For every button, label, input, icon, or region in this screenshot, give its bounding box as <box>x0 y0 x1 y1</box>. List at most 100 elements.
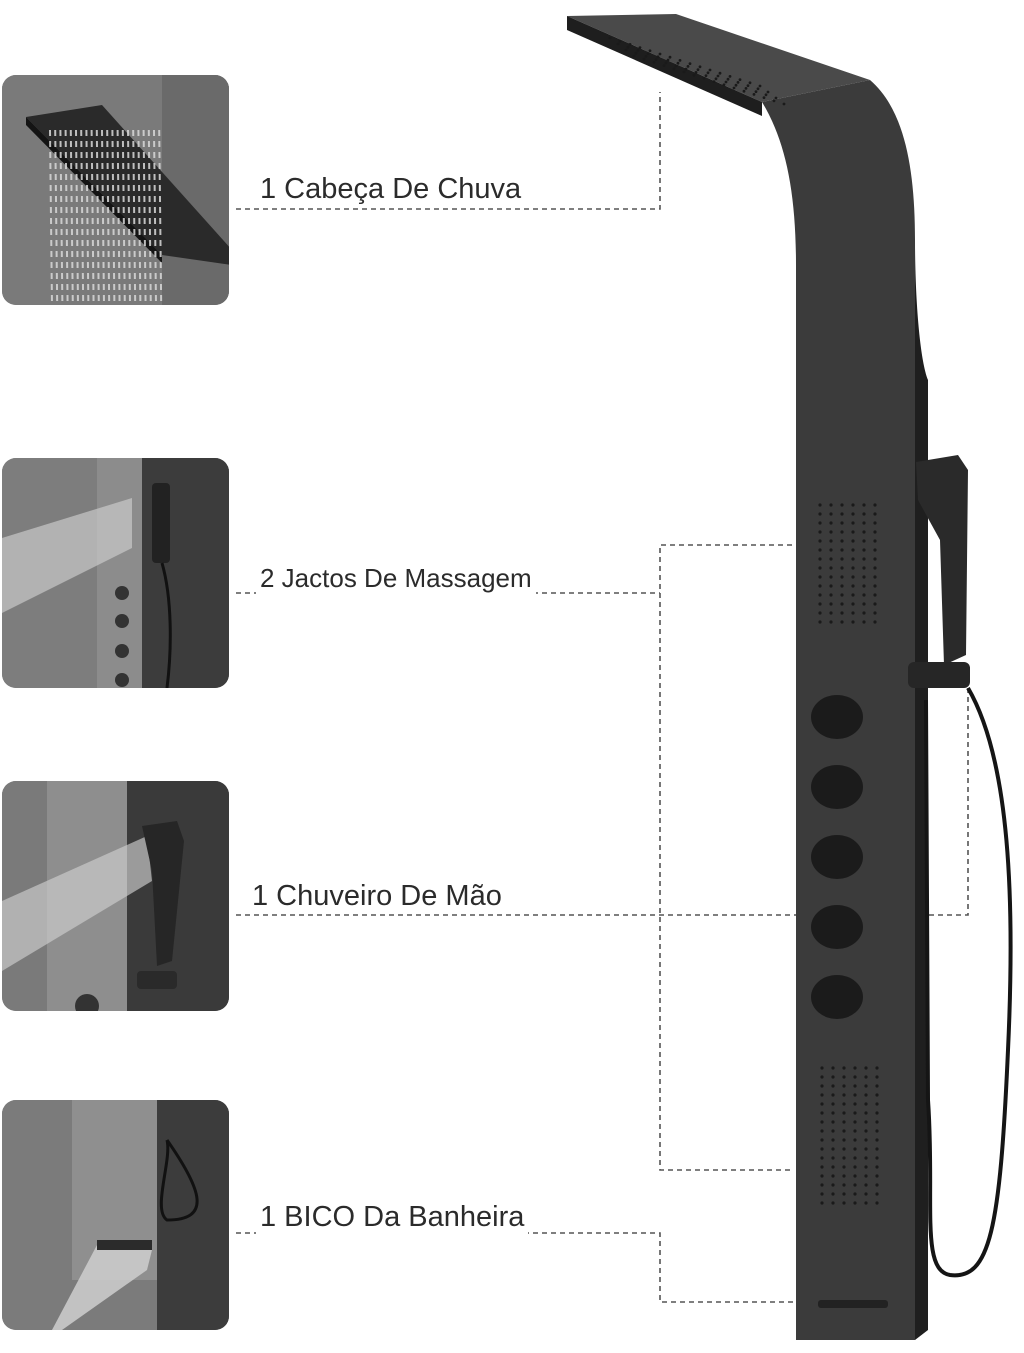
nozzle-dot <box>862 611 866 615</box>
nozzle-dot <box>652 61 656 64</box>
nozzle-dot <box>820 1174 824 1178</box>
nozzle-dot <box>851 521 855 525</box>
nozzle-dot <box>831 1066 835 1070</box>
nozzle-dot <box>831 1192 835 1196</box>
nozzle-dot <box>875 1174 879 1178</box>
nozzle-dot <box>831 1111 835 1115</box>
nozzle-dot <box>840 539 844 543</box>
nozzle-dot <box>853 1093 857 1097</box>
nozzle-dot <box>851 611 855 615</box>
hand-shower-head <box>916 455 968 665</box>
nozzle-dot <box>829 611 833 615</box>
rain-streak <box>69 129 74 305</box>
nozzle-dot <box>853 1138 857 1142</box>
nozzle-dot <box>724 80 728 84</box>
nozzle-dot <box>818 530 822 534</box>
nozzle-dot <box>853 1066 857 1070</box>
nozzle-dot <box>853 1165 857 1169</box>
nozzle-dot <box>736 81 740 84</box>
nozzle-dot <box>875 1120 879 1124</box>
nozzle-dot <box>666 58 670 62</box>
nozzle-dot <box>831 1084 835 1088</box>
nozzle-dot <box>864 1174 868 1178</box>
nozzle-dot <box>688 62 692 65</box>
nozzle-dot <box>862 512 866 516</box>
nozzle-dot <box>853 1102 857 1106</box>
nozzle-dot <box>873 566 877 570</box>
nozzle-dot <box>842 1129 846 1133</box>
rain-streak <box>49 129 53 305</box>
nozzle-dot <box>840 593 844 597</box>
nozzle-dot <box>875 1066 879 1070</box>
nozzle-dot <box>718 71 722 75</box>
nozzle-dot <box>820 1147 824 1151</box>
nozzle-dot <box>853 1075 857 1079</box>
nozzle-dot <box>714 77 718 81</box>
nozzle-dot <box>829 548 833 552</box>
label-rain-head: 1 Cabeça De Chuva <box>256 172 526 206</box>
nozzle-dot <box>875 1201 879 1205</box>
nozzle-dot <box>829 620 833 624</box>
knob-5 <box>811 975 863 1019</box>
nozzle-dot <box>644 55 648 58</box>
label-massage-jets: 2 Jactos De Massagem <box>256 561 536 595</box>
nozzle-dot <box>853 1111 857 1115</box>
nozzle-dot <box>875 1102 879 1106</box>
label-tub-spout: 1 BICO Da Banheira <box>256 1200 529 1234</box>
nozzle-dot <box>864 1165 868 1169</box>
nozzle-dot <box>820 1093 824 1097</box>
nozzle-dot <box>853 1192 857 1196</box>
rain-streak <box>132 129 137 305</box>
nozzle-dot <box>656 55 660 59</box>
nozzle-dot <box>842 1183 846 1187</box>
nozzle-dot <box>668 55 672 59</box>
nozzle-dot <box>782 102 786 106</box>
nozzle-dot <box>864 1093 868 1097</box>
nozzle-dot <box>662 64 666 67</box>
nozzle-dot <box>862 584 866 588</box>
nozzle-dot <box>840 530 844 534</box>
nozzle-dot <box>840 548 844 552</box>
rain-streak <box>147 129 152 305</box>
nozzle-dot <box>864 1120 868 1124</box>
nozzle-dot <box>654 58 658 61</box>
nozzle-dot <box>829 566 833 570</box>
nozzle-dot <box>762 96 766 99</box>
nozzle-dot <box>712 80 716 83</box>
nozzle-dot <box>829 521 833 525</box>
nozzle-dot <box>820 1129 824 1133</box>
nozzle-dot <box>875 1147 879 1151</box>
nozzle-dot <box>875 1183 879 1187</box>
nozzle-dot <box>829 530 833 534</box>
nozzle-dot <box>818 620 822 624</box>
nozzle-dot <box>698 65 702 69</box>
nozzle-dot <box>758 84 762 88</box>
nozzle-dot <box>862 593 866 597</box>
nozzle-dot <box>831 1201 835 1205</box>
nozzle-dot <box>873 557 877 561</box>
nozzle-dot <box>764 93 768 97</box>
rain-streak <box>64 129 69 305</box>
nozzle-dot <box>708 68 712 72</box>
nozzle-dot <box>840 566 844 570</box>
nozzle-dot <box>851 620 855 624</box>
rain-streak <box>127 129 131 305</box>
nozzle-dot <box>864 1147 868 1151</box>
thumb-tub-spout <box>2 1100 229 1330</box>
nozzle-dot <box>862 575 866 579</box>
nozzle-dot <box>864 1192 868 1196</box>
nozzle-dot <box>842 1174 846 1178</box>
knob-4 <box>811 905 863 949</box>
nozzle-dot <box>840 557 844 561</box>
nozzle-dot <box>851 602 855 606</box>
nozzle-dot <box>864 1102 868 1106</box>
nozzle-dot <box>766 90 770 94</box>
nozzle-dot <box>820 1066 824 1070</box>
nozzle-dot <box>829 503 833 507</box>
nozzle-dot <box>864 1084 868 1088</box>
nozzle-dot <box>862 557 866 561</box>
nozzle-dot <box>842 1192 846 1196</box>
nozzle-dot <box>648 49 652 53</box>
rain-streak <box>101 129 105 305</box>
